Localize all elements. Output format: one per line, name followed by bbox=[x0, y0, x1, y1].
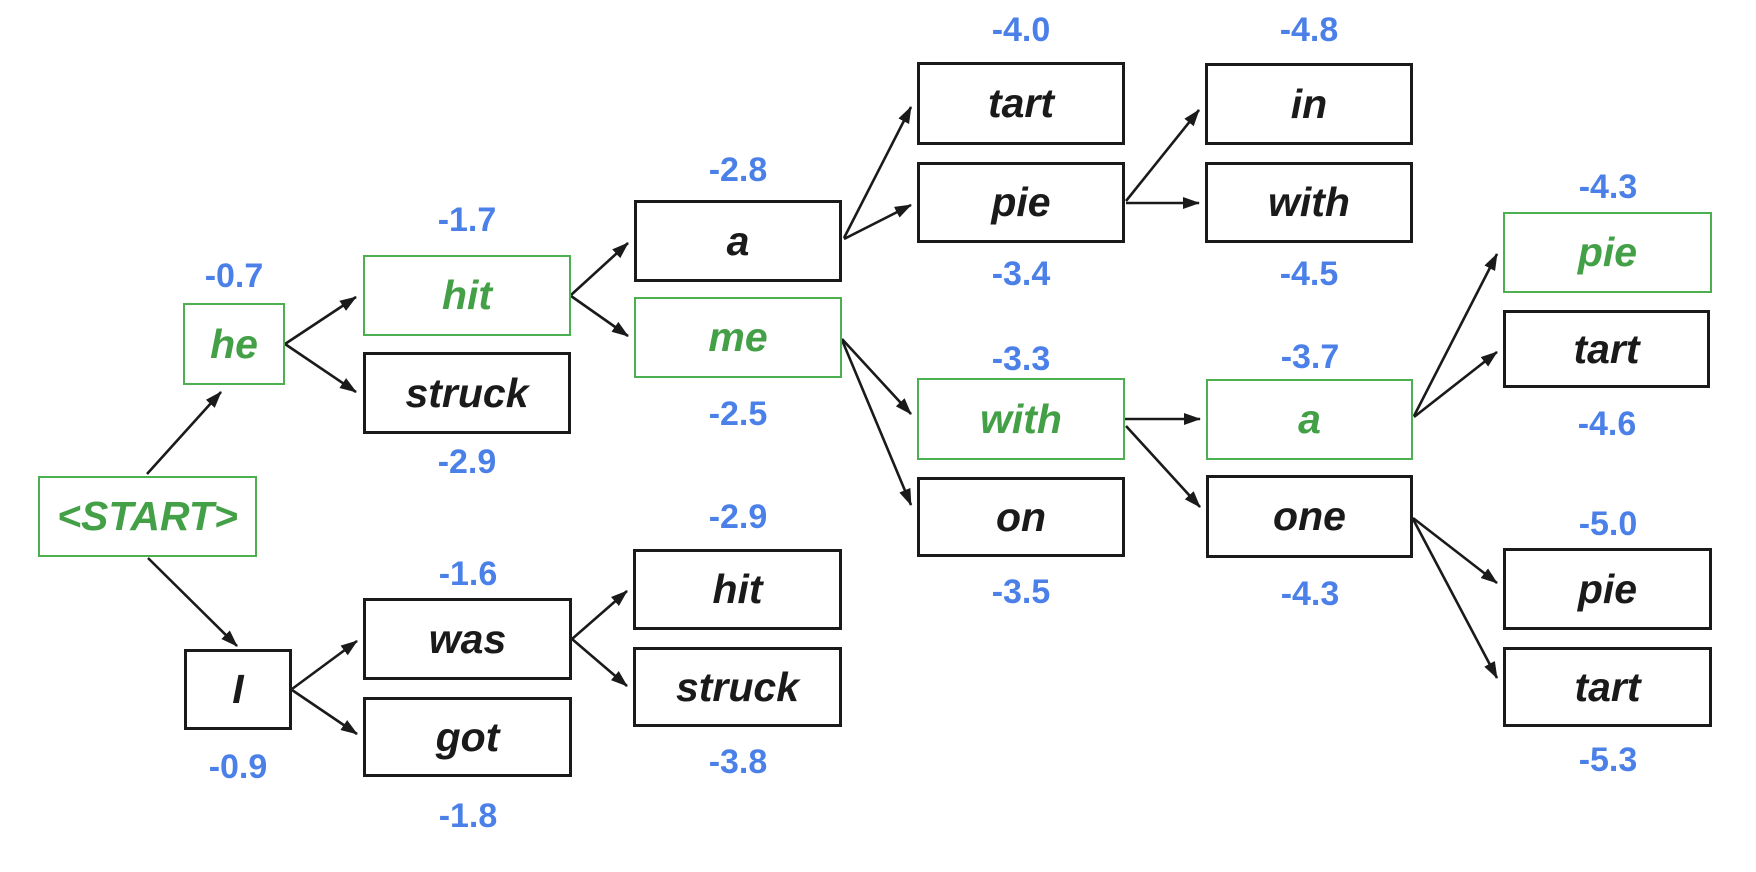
score-with-1: -3.3 bbox=[991, 340, 1051, 378]
arrow-was-to-struck bbox=[571, 638, 628, 687]
arrow-start-to-he bbox=[146, 391, 222, 475]
node-box-start: <START> bbox=[38, 476, 257, 557]
node-box-on: on bbox=[917, 477, 1125, 557]
score-with-2: -4.5 bbox=[1279, 255, 1339, 293]
score-he: -0.7 bbox=[204, 257, 264, 295]
arrow-pie-to-in bbox=[1124, 109, 1201, 202]
node-box-tart-3: tart bbox=[1503, 647, 1712, 727]
score-was: -1.6 bbox=[438, 555, 498, 593]
arrow-with-to-one bbox=[1125, 425, 1201, 508]
score-pie-3: -5.0 bbox=[1578, 505, 1638, 543]
arrow-he-to-hit bbox=[284, 295, 357, 346]
node-box-with-1: with bbox=[917, 378, 1125, 460]
arrow-hit-to-a bbox=[570, 242, 629, 296]
score-got: -1.8 bbox=[438, 797, 498, 835]
node-box-got: got bbox=[363, 697, 572, 777]
score-a-1: -2.8 bbox=[708, 151, 768, 189]
node-box-in: in bbox=[1205, 63, 1413, 145]
arrow-he-to-struck bbox=[284, 342, 357, 394]
arrow-i-to-got bbox=[291, 688, 358, 736]
score-struck-2: -3.8 bbox=[708, 743, 768, 781]
node-box-hit-1: hit bbox=[363, 255, 571, 336]
arrow-a2-to-pie bbox=[1412, 253, 1499, 417]
node-box-me: me bbox=[634, 297, 842, 378]
node-box-tart-2: tart bbox=[1503, 310, 1710, 388]
node-box-he: he bbox=[183, 303, 285, 385]
arrow-one-to-pie bbox=[1412, 516, 1498, 585]
arrow-one-to-tart bbox=[1411, 518, 1499, 679]
score-tart-3: -5.3 bbox=[1578, 741, 1638, 779]
node-box-with-2: with bbox=[1205, 162, 1413, 243]
arrow-start-to-i bbox=[147, 557, 238, 647]
score-a-2: -3.7 bbox=[1280, 338, 1340, 376]
score-me: -2.5 bbox=[708, 395, 768, 433]
node-box-one: one bbox=[1206, 475, 1413, 558]
node-box-was: was bbox=[363, 598, 572, 680]
score-tart-2: -4.6 bbox=[1577, 405, 1637, 443]
arrow-i-to-was bbox=[291, 639, 358, 691]
node-box-a-2: a bbox=[1206, 379, 1413, 460]
arrow-a-to-tart bbox=[842, 106, 913, 239]
node-box-struck-1: struck bbox=[363, 352, 571, 434]
score-pie-2: -4.3 bbox=[1578, 168, 1638, 206]
arrow-me-to-on bbox=[840, 339, 913, 506]
node-box-pie-3: pie bbox=[1503, 548, 1712, 630]
score-i: -0.9 bbox=[208, 748, 268, 786]
node-box-tart-1: tart bbox=[917, 62, 1125, 145]
node-box-pie-1: pie bbox=[917, 162, 1125, 243]
score-hit-2: -2.9 bbox=[708, 498, 768, 536]
score-one: -4.3 bbox=[1280, 575, 1340, 613]
score-tart-1: -4.0 bbox=[991, 11, 1051, 49]
arrow-me-to-with bbox=[841, 338, 912, 415]
score-pie-1: -3.4 bbox=[991, 255, 1051, 293]
arrow-a-to-pie bbox=[843, 203, 912, 241]
node-box-a-1: a bbox=[634, 200, 842, 282]
node-box-i: I bbox=[184, 649, 292, 730]
node-box-struck-2: struck bbox=[633, 647, 842, 727]
score-hit-1: -1.7 bbox=[437, 201, 497, 239]
score-in: -4.8 bbox=[1279, 11, 1339, 49]
node-box-pie-2: pie bbox=[1503, 212, 1712, 293]
score-struck-1: -2.9 bbox=[437, 443, 497, 481]
arrow-a2-to-tart bbox=[1413, 350, 1498, 419]
score-on: -3.5 bbox=[991, 573, 1051, 611]
arrow-hit-to-me bbox=[570, 294, 629, 338]
arrow-was-to-hit bbox=[571, 590, 628, 640]
node-box-hit-2: hit bbox=[633, 549, 842, 630]
